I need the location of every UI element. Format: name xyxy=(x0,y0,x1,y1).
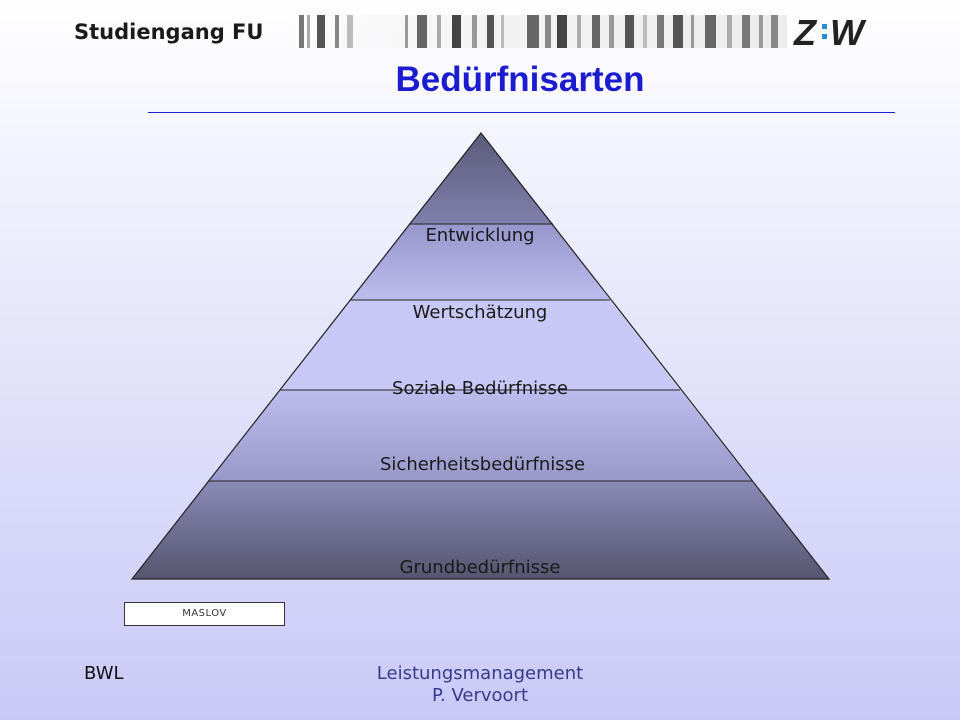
footer-lecture-title: Leistungsmanagement xyxy=(376,663,584,684)
pyramid-outline xyxy=(130,132,831,580)
footer-lecturer: P. Vervoort xyxy=(431,685,529,706)
books-banner-image xyxy=(287,15,787,48)
svg-text:W: W xyxy=(830,12,867,52)
pyramid-tier-entwicklung xyxy=(409,133,553,224)
footer-lecture-info: Leistungsmanagement P. Vervoort xyxy=(330,663,630,707)
tier-label-entwicklung: Entwicklung xyxy=(425,225,535,246)
title-divider xyxy=(148,112,895,113)
footer-course: BWL xyxy=(84,663,124,684)
tier-label-sicherheit: Sicherheitsbedürfnisse xyxy=(380,454,586,475)
pyramid-tier-sicherheit xyxy=(208,390,752,481)
pyramid-tier-grund xyxy=(132,481,829,579)
tier-label-grund: Grundbedürfnisse xyxy=(399,557,561,578)
zw-logo: Z W xyxy=(793,12,867,52)
pyramid-tier-wertschaetzung xyxy=(350,224,610,300)
header-brand: Studiengang FU xyxy=(74,20,264,44)
tier-label-soziale: Soziale Bedürfnisse xyxy=(392,378,568,399)
page-title: Bedürfnisarten xyxy=(395,60,645,99)
svg-text:Z: Z xyxy=(793,12,818,52)
tier-label-wertschaetzung: Wertschätzung xyxy=(412,302,548,323)
pyramid-tier-soziale xyxy=(280,300,680,390)
source-label-box: MASLOV xyxy=(124,602,285,626)
